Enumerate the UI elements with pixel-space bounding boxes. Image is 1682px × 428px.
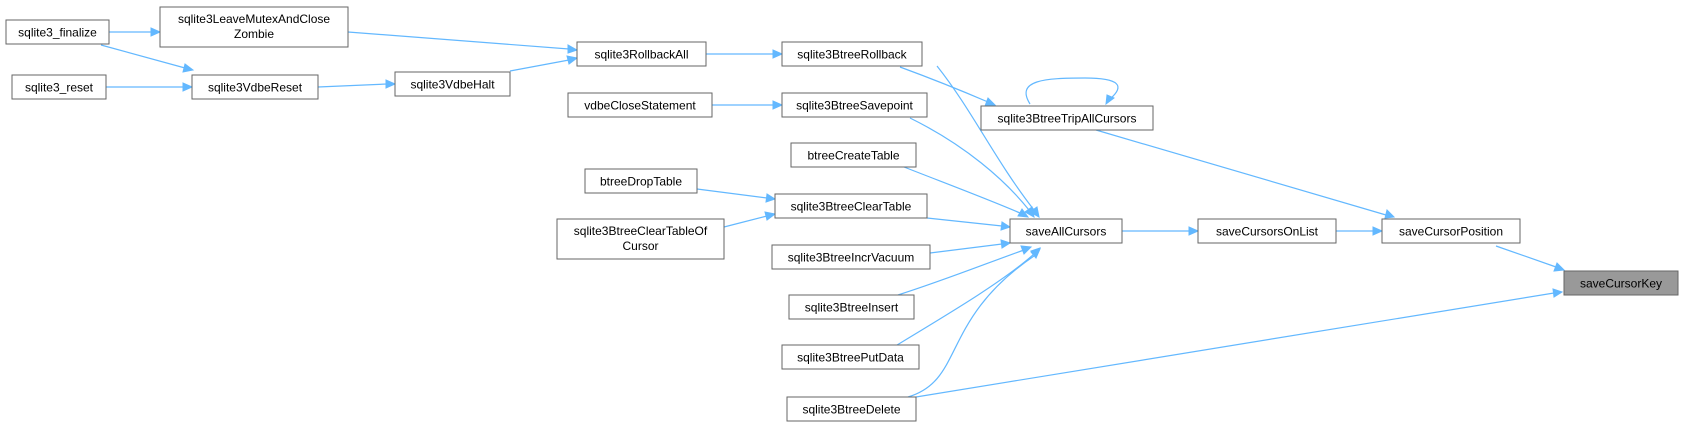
edge-leave-mutex-to-rollback-all (347, 31, 579, 54)
node-label: sqlite3VdbeHalt (410, 78, 495, 92)
edge-finalize-to-vdbe-reset (100, 44, 195, 73)
node-label: saveCursorKey (1580, 277, 1662, 291)
node-label: saveAllCursors (1026, 225, 1107, 239)
node-label-line-1: sqlite3BtreeClearTableOf (574, 224, 708, 238)
node-label: sqlite3BtreeRollback (797, 48, 907, 62)
edge-clear-table-of-to-clear-table (723, 211, 777, 228)
node-label: btreeCreateTable (807, 149, 899, 163)
node-sqlite3-reset[interactable]: sqlite3_reset (11, 74, 107, 100)
edge-savepoint-to-save-all (909, 117, 1035, 218)
node-sqlite3-btree-insert[interactable]: sqlite3BtreeInsert (788, 294, 915, 320)
edge-reset-to-vdbe-reset (106, 82, 194, 92)
node-label: sqlite3BtreeIncrVacuum (788, 251, 915, 265)
edge-finalize-to-leave-mutex (109, 27, 162, 37)
node-label: sqlite3BtreeTripAllCursors (998, 112, 1137, 126)
call-graph-edges (100, 27, 1566, 398)
edge-save-on-list-to-save-position (1336, 226, 1384, 236)
node-label: sqlite3_reset (25, 81, 94, 95)
call-graph-nodes: sqlite3_finalize sqlite3LeaveMutexAndClo… (5, 6, 1679, 422)
edge-save-all-to-save-on-list (1122, 226, 1200, 236)
node-label: sqlite3BtreeSavepoint (796, 99, 913, 113)
edge-delete-to-save-key (915, 288, 1564, 398)
node-sqlite3-btree-trip-all-cursors[interactable]: sqlite3BtreeTripAllCursors (980, 105, 1154, 131)
node-sqlite3-finalize[interactable]: sqlite3_finalize (5, 19, 110, 45)
node-label: sqlite3BtreeDelete (802, 403, 900, 417)
node-btree-drop-table[interactable]: btreeDropTable (584, 168, 698, 194)
node-label: saveCursorsOnList (1216, 225, 1319, 239)
node-label: saveCursorPosition (1399, 225, 1503, 239)
node-save-cursor-position[interactable]: saveCursorPosition (1381, 218, 1521, 244)
edge-trip-all-self-loop (1025, 77, 1119, 106)
node-label-line-1: sqlite3LeaveMutexAndClose (178, 12, 330, 26)
node-sqlite3-vdbe-reset[interactable]: sqlite3VdbeReset (191, 74, 319, 100)
node-sqlite3-btree-delete[interactable]: sqlite3BtreeDelete (786, 396, 917, 422)
node-label: btreeDropTable (600, 175, 682, 189)
node-sqlite3-vdbe-halt[interactable]: sqlite3VdbeHalt (394, 71, 511, 97)
node-btree-create-table[interactable]: btreeCreateTable (790, 142, 917, 168)
edge-trip-all-to-save-position (1095, 129, 1396, 219)
node-label: sqlite3BtreeClearTable (791, 200, 912, 214)
node-sqlite3-btree-put-data[interactable]: sqlite3BtreePutData (781, 344, 920, 370)
node-save-cursor-key[interactable]: saveCursorKey (1563, 270, 1679, 296)
edge-clear-table-to-save-all (926, 217, 1012, 231)
edge-rollback-all-to-btree-rollback (706, 49, 784, 59)
node-label: sqlite3VdbeReset (208, 81, 303, 95)
edge-save-position-to-save-key (1495, 245, 1566, 272)
edge-insert-to-save-all (897, 245, 1033, 296)
node-label: sqlite3BtreeInsert (805, 301, 899, 315)
node-label: sqlite3RollbackAll (594, 48, 688, 62)
node-save-all-cursors[interactable]: saveAllCursors (1009, 218, 1123, 244)
node-label: sqlite3_finalize (18, 26, 97, 40)
node-sqlite3-btree-savepoint[interactable]: sqlite3BtreeSavepoint (781, 92, 928, 118)
edge-drop-table-to-clear-table (696, 188, 777, 203)
edge-delete-to-save-all (907, 248, 1041, 398)
node-label-line-2: Zombie (234, 27, 274, 41)
edge-incr-vacuum-to-save-all (929, 239, 1012, 254)
node-label-line-2: Cursor (622, 239, 658, 253)
node-vdbe-close-statement[interactable]: vdbeCloseStatement (567, 92, 713, 118)
node-sqlite3-btree-clear-table[interactable]: sqlite3BtreeClearTable (774, 193, 928, 219)
node-sqlite3-btree-rollback[interactable]: sqlite3BtreeRollback (781, 41, 923, 67)
node-sqlite3-btree-clear-table-of-cursor[interactable]: sqlite3BtreeClearTableOf Cursor (556, 218, 725, 260)
edge-btree-rollback-to-save-all (936, 65, 1040, 218)
node-save-cursors-on-list[interactable]: saveCursorsOnList (1197, 218, 1337, 244)
edge-vdbe-halt-to-rollback-all (509, 55, 579, 72)
node-label: sqlite3BtreePutData (797, 351, 904, 365)
node-sqlite3-rollback-all[interactable]: sqlite3RollbackAll (576, 41, 707, 67)
node-sqlite3-leave-mutex-and-close-zombie[interactable]: sqlite3LeaveMutexAndClose Zombie (159, 6, 349, 48)
edge-vdbe-reset-to-vdbe-halt (317, 79, 397, 89)
edge-create-table-to-save-all (903, 166, 1030, 218)
node-sqlite3-btree-incr-vacuum[interactable]: sqlite3BtreeIncrVacuum (771, 244, 931, 270)
node-label: vdbeCloseStatement (584, 99, 696, 113)
edge-close-stmt-to-savepoint (712, 100, 784, 110)
